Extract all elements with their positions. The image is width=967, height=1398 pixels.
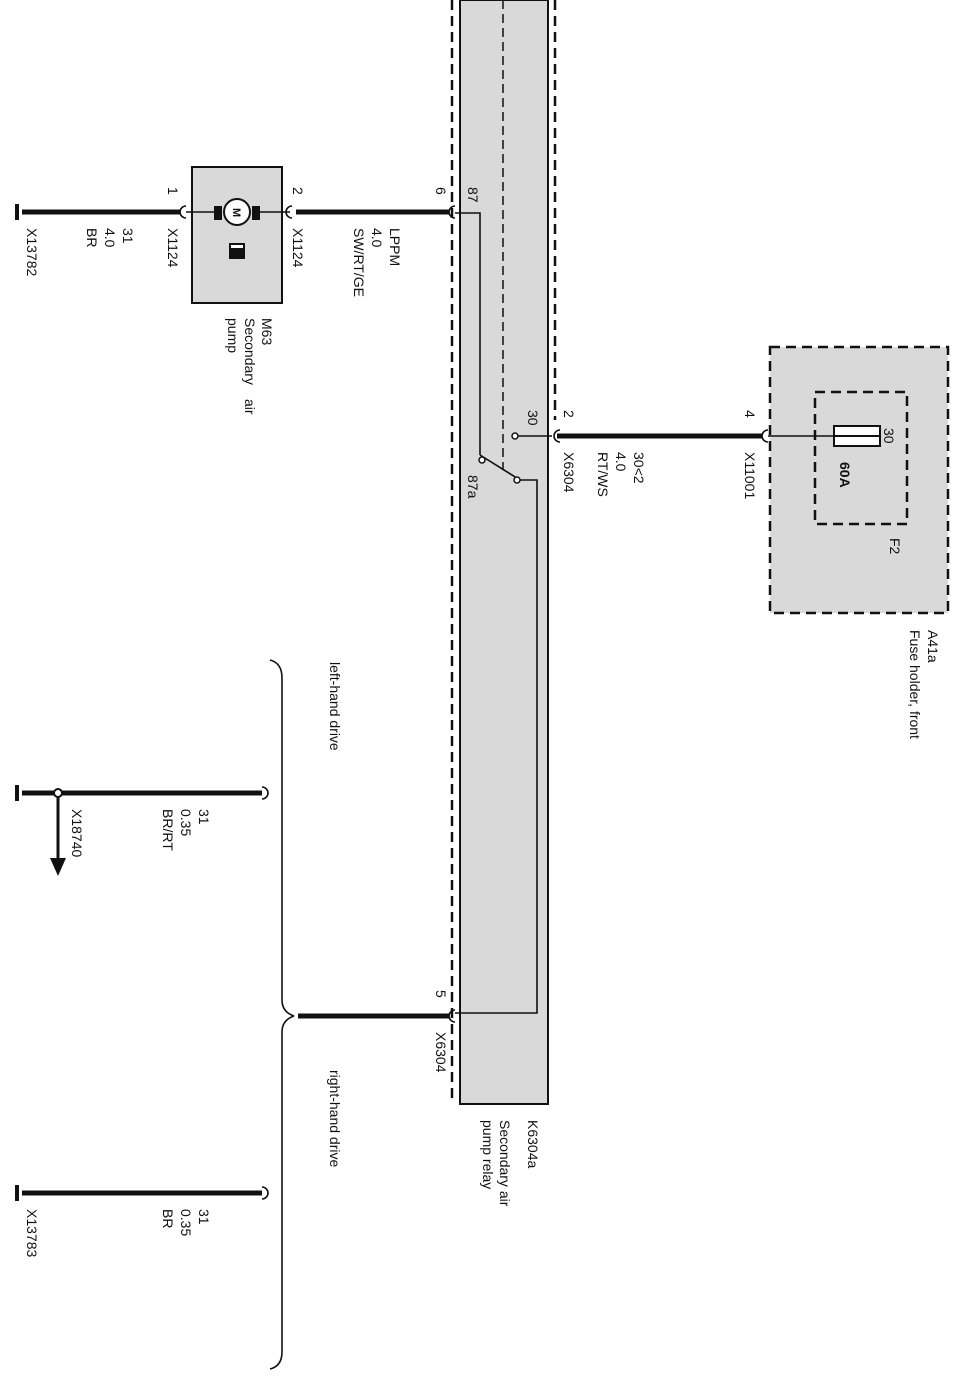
wire-pump-ground: 31 4.0 BR X13782 bbox=[15, 204, 187, 276]
wire-fuse-to-relay: 2 X6304 30<2 4.0 RT/WS bbox=[553, 410, 769, 497]
relay-body bbox=[459, 0, 549, 1105]
fuse-id: F2 bbox=[887, 538, 903, 555]
pump-body bbox=[191, 166, 283, 304]
wire-ground-line2: 4.0 bbox=[102, 228, 118, 248]
relay-pin-2-label: 2 bbox=[561, 410, 577, 418]
wire-ground-line3: BR bbox=[84, 228, 100, 247]
pump-connector-left: X1124 bbox=[165, 228, 181, 268]
fuse-rating: 60A bbox=[837, 462, 853, 488]
relay-pin-5-connector-mark bbox=[448, 1009, 456, 1023]
relay-pin-87-label: 87 bbox=[465, 187, 481, 203]
relay-connector-x6304: X6304 bbox=[561, 452, 577, 493]
wire-lppm-line2: 4.0 bbox=[369, 228, 385, 248]
relay-k6304a: 87 30 87a K6304a Secondary air pump rela… bbox=[450, 0, 557, 1207]
pump-left-connector-mark bbox=[179, 205, 187, 219]
lhd-line2: 0.35 bbox=[178, 809, 194, 836]
pump-id: M63 bbox=[259, 318, 275, 345]
wire-ground-line1: 31 bbox=[120, 228, 136, 244]
fuse-pin-30: 30 bbox=[881, 428, 897, 444]
motor-brush-right bbox=[252, 206, 260, 220]
relay-pin-2-connector-mark bbox=[553, 429, 561, 443]
relay-pin-6-connector-mark bbox=[448, 205, 456, 219]
fuse-connector: X11001 bbox=[742, 452, 758, 499]
fuse-connector-mark bbox=[761, 429, 769, 443]
pump-desc-3: pump bbox=[225, 318, 241, 353]
relay-pin-5-connector: X6304 bbox=[433, 1032, 449, 1073]
wire-lppm-line1: LPPM bbox=[387, 228, 403, 266]
fuse-holder-id: A41a bbox=[925, 630, 941, 663]
relay-ground-pin5: 5 X6304 bbox=[298, 990, 456, 1073]
motor-symbol: M bbox=[230, 208, 242, 217]
lhd-line3: BR/RT bbox=[160, 809, 176, 851]
relay-pin-30-label: 30 bbox=[525, 410, 541, 426]
relay-desc-2: pump relay bbox=[480, 1120, 496, 1189]
lhd-line1: 31 bbox=[196, 809, 212, 825]
wire-lppm-line3: SW/RT/GE bbox=[351, 228, 367, 297]
splice-arrow-head bbox=[50, 858, 66, 876]
lhd-variant: left-hand drive 31 0.35 BR/RT X18740 bbox=[15, 659, 343, 1017]
pump-m63: M 1 2 X1124 X1124 M63 Secondary air pump bbox=[165, 166, 306, 415]
rhd-bracket bbox=[269, 1015, 295, 1370]
pump-pin-1: 1 bbox=[165, 187, 181, 195]
fuse-holder-desc: Fuse holder, front bbox=[907, 630, 923, 739]
relay-contact-87-dot bbox=[478, 456, 486, 464]
relay-contact-87a-dot bbox=[513, 476, 521, 484]
relay-contact-30-dot bbox=[511, 432, 519, 440]
wire-fuse-line2: 4.0 bbox=[613, 452, 629, 472]
pump-desc-1: Secondary bbox=[242, 318, 258, 385]
rhd-line2: 0.35 bbox=[178, 1209, 194, 1236]
ground-x13782-label: X13782 bbox=[24, 228, 40, 276]
relay-desc-1: Secondary air bbox=[497, 1120, 513, 1207]
relay-id: K6304a bbox=[525, 1120, 541, 1168]
lhd-bracket bbox=[269, 659, 295, 1017]
pump-desc-2: air bbox=[242, 399, 258, 415]
fuse-holder-a41a: 30 60A F2 A41a Fuse holder, front 4 X110… bbox=[742, 345, 950, 739]
rhd-line3: BR bbox=[160, 1209, 176, 1228]
fuse-holder-body bbox=[768, 345, 950, 615]
pump-pin-2: 2 bbox=[290, 187, 306, 195]
relay-contact-87-wire bbox=[455, 212, 481, 455]
relay-switch-blade bbox=[479, 454, 521, 481]
lhd-wire-end-mark bbox=[261, 786, 269, 800]
rhd-label: right-hand drive bbox=[327, 1070, 343, 1167]
rhd-wire-end-mark bbox=[261, 1186, 269, 1200]
pump-component-icon-fill bbox=[230, 248, 244, 258]
pump-right-connector-mark bbox=[285, 205, 293, 219]
lhd-connector: X18740 bbox=[69, 809, 85, 857]
relay-contact-87a-wire bbox=[455, 479, 538, 1014]
relay-pin-5-label: 5 bbox=[433, 990, 449, 998]
rhd-line1: 31 bbox=[196, 1209, 212, 1225]
fuse-connector-pin: 4 bbox=[742, 410, 758, 418]
wire-pump-to-relay: 6 LPPM 4.0 SW/RT/GE bbox=[285, 187, 456, 297]
motor-icon bbox=[223, 198, 251, 226]
relay-pin-6-label: 6 bbox=[433, 187, 449, 195]
wire-fuse-line1: 30<2 bbox=[631, 452, 647, 484]
splice-x18740 bbox=[53, 788, 63, 798]
motor-brush-left bbox=[214, 206, 222, 220]
pump-connector-right: X1124 bbox=[290, 228, 306, 268]
rhd-variant: right-hand drive 31 0.35 BR X13783 bbox=[15, 1015, 343, 1370]
relay-pin-87a-label: 87a bbox=[465, 475, 481, 499]
lhd-label: left-hand drive bbox=[327, 662, 343, 751]
ground-x13783-label: X13783 bbox=[24, 1209, 40, 1257]
wire-fuse-line3: RT/WS bbox=[595, 452, 611, 497]
